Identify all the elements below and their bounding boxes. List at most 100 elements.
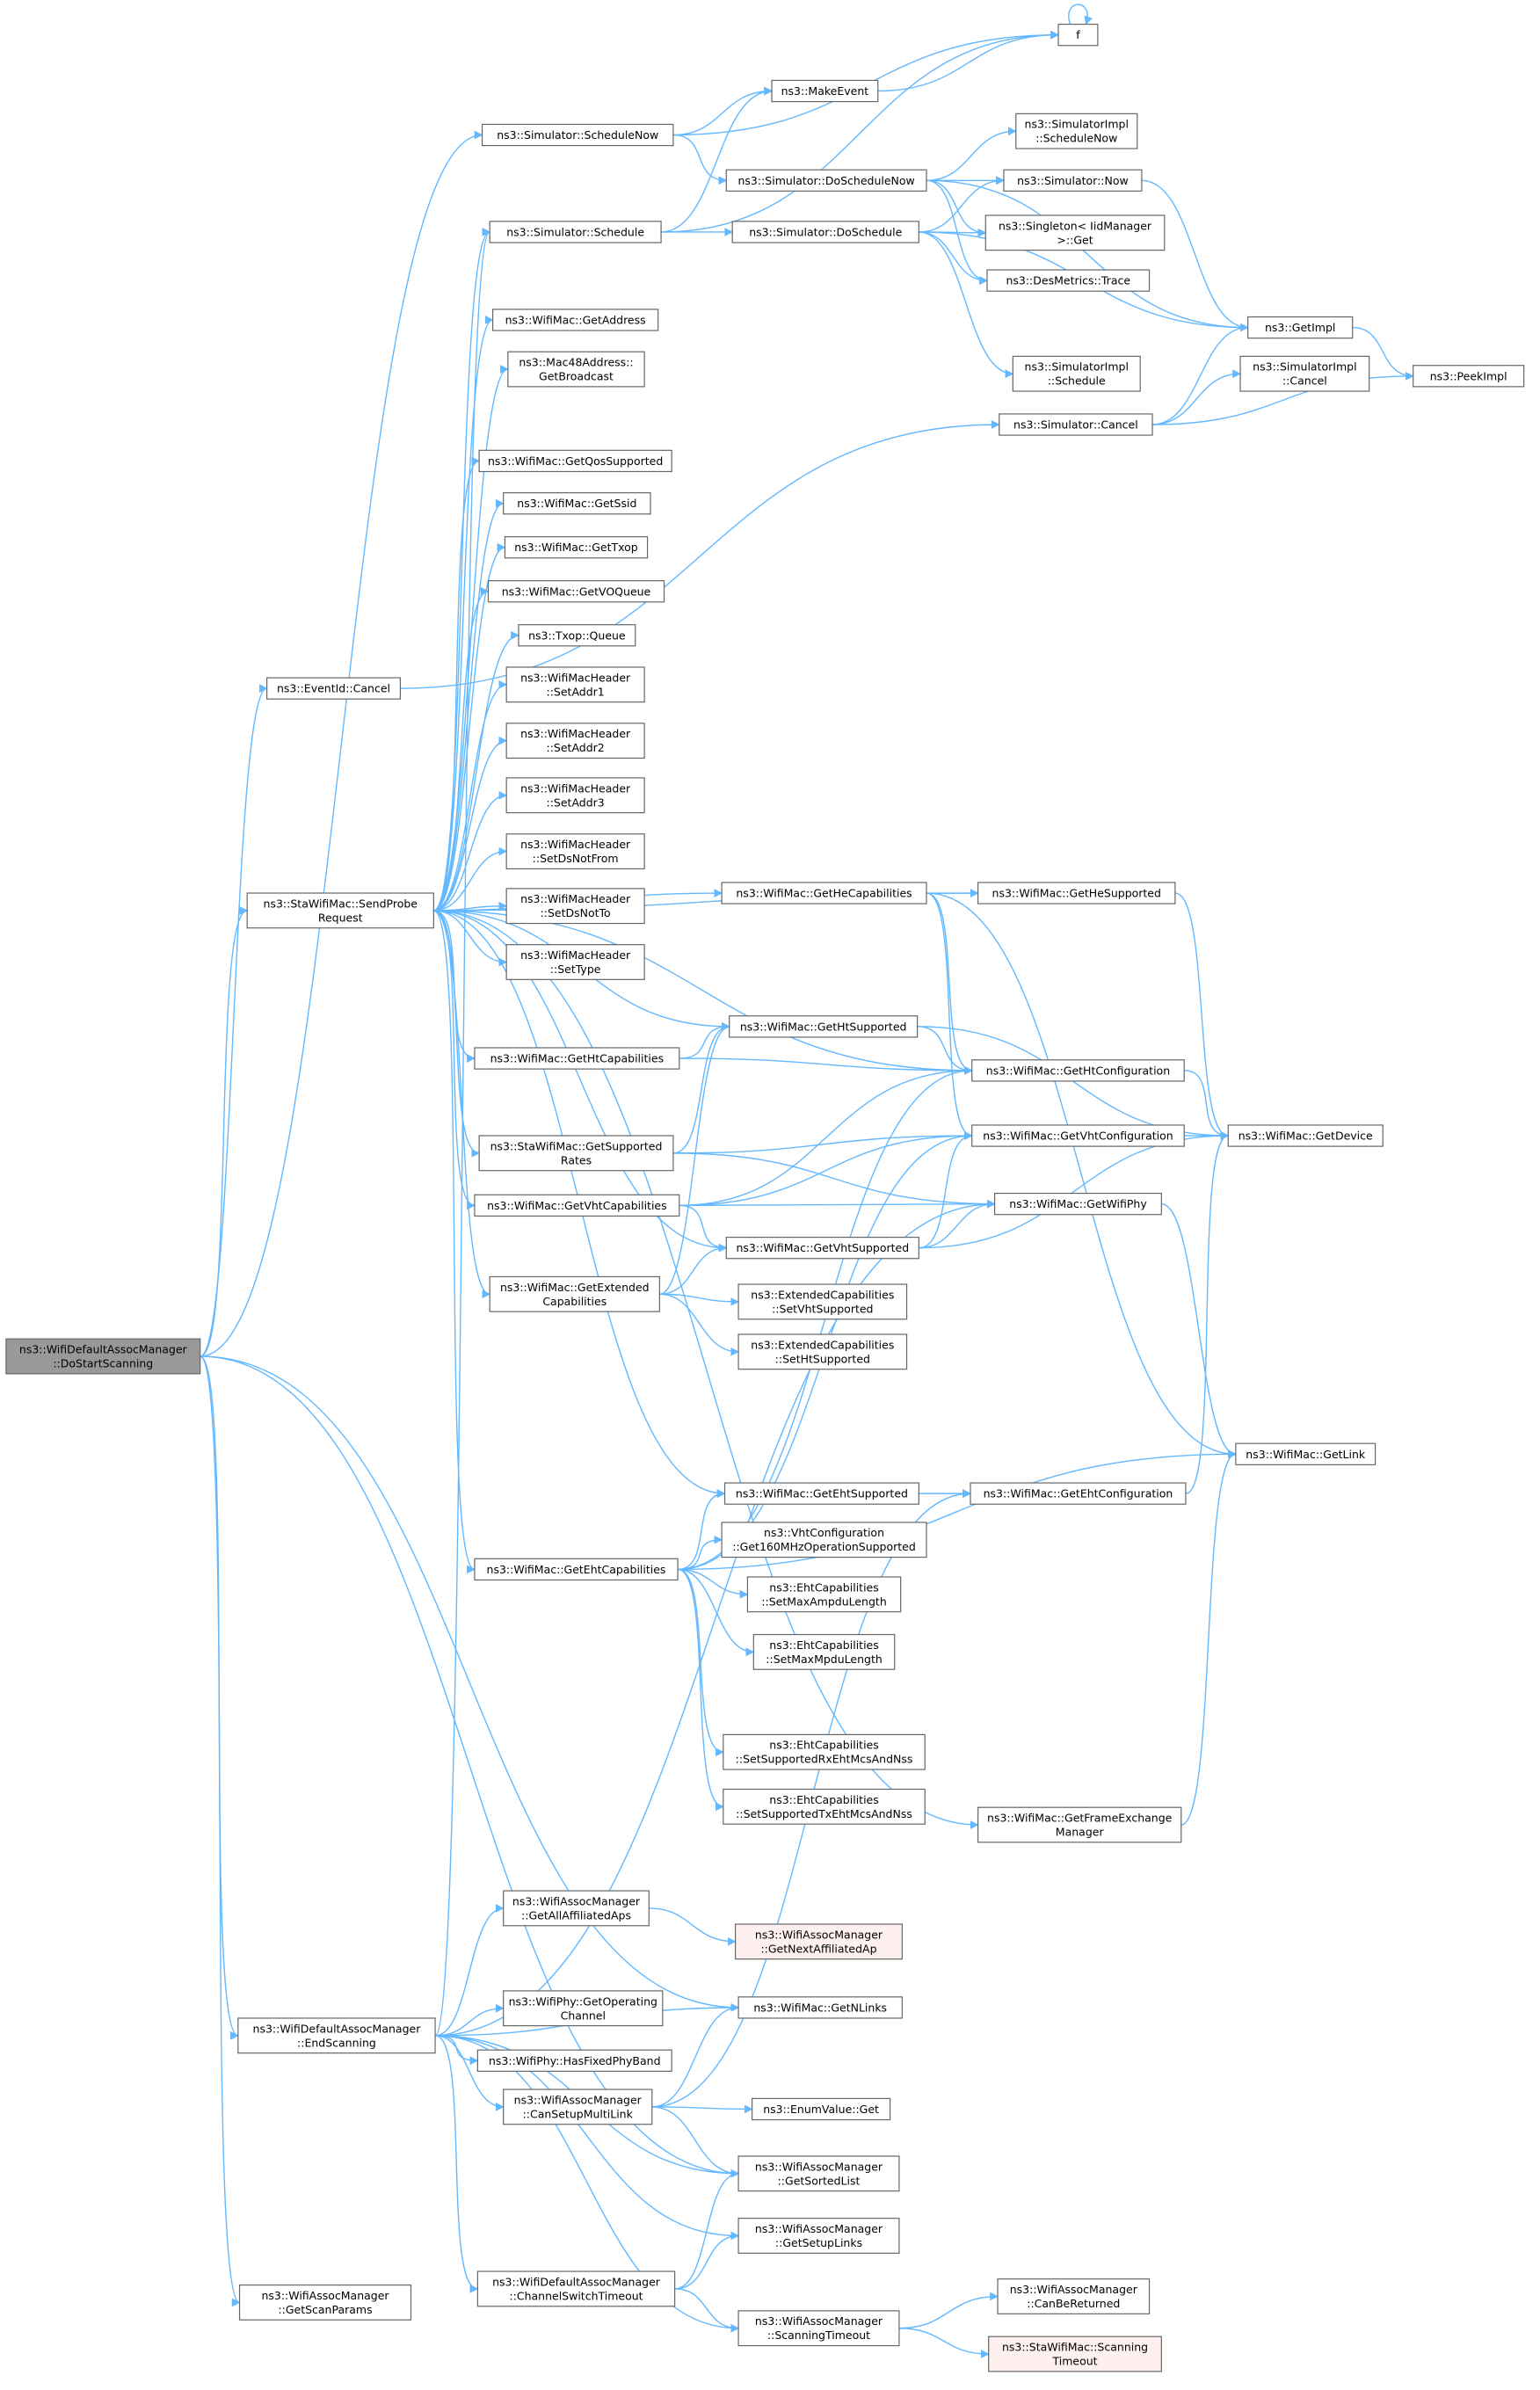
node-getTxop[interactable]: ns3::WifiMac::GetTxop bbox=[504, 536, 649, 559]
node-singleton[interactable]: ns3::Singleton< IidManager>::Get bbox=[984, 214, 1166, 251]
node-label: ns3::WifiAssocManager bbox=[755, 1928, 883, 1941]
node-getNLinks[interactable]: ns3::WifiMac::GetNLinks bbox=[737, 1996, 903, 2019]
node-getScanParams[interactable]: ns3::WifiAssocManager::GetScanParams bbox=[238, 2284, 412, 2321]
call-edge bbox=[1180, 1449, 1237, 1826]
node-getAllAff[interactable]: ns3::WifiAssocManager::GetAllAffiliatedA… bbox=[503, 1890, 650, 1927]
node-hasFixed[interactable]: ns3::WifiPhy::HasFixedPhyBand bbox=[476, 2049, 672, 2072]
node-enumGet[interactable]: ns3::EnumValue::Get bbox=[751, 2097, 891, 2121]
node-simCancel[interactable]: ns3::Simulator::Cancel bbox=[999, 413, 1153, 436]
node-eventCancel[interactable]: ns3::EventId::Cancel bbox=[266, 677, 402, 700]
call-edge bbox=[200, 1355, 740, 2012]
node-getVhtSup[interactable]: ns3::WifiMac::GetVhtSupported bbox=[725, 1236, 919, 1260]
node-vhtGet160[interactable]: ns3::VhtConfiguration::Get160MHzOperatio… bbox=[721, 1522, 927, 1558]
node-label: ns3::WifiMac::GetWifiPhy bbox=[1009, 1197, 1147, 1210]
node-setAddr3[interactable]: ns3::WifiMacHeader::SetAddr3 bbox=[505, 777, 645, 814]
node-getHtSup[interactable]: ns3::WifiMac::GetHtSupported bbox=[729, 1015, 919, 1038]
call-edge bbox=[919, 231, 988, 286]
node-box bbox=[1239, 355, 1370, 392]
node-ehtSetTx[interactable]: ns3::EhtCapabilities::SetSupportedTxEhtM… bbox=[723, 1788, 926, 1825]
node-label: ns3::WifiMac::GetNLinks bbox=[753, 2001, 887, 2014]
node-ehtSetRx[interactable]: ns3::EhtCapabilities::SetSupportedRxEhtM… bbox=[723, 1733, 926, 1770]
node-getEhtSup[interactable]: ns3::WifiMac::GetEhtSupported bbox=[723, 1482, 919, 1505]
node-getVOQueue[interactable]: ns3::WifiMac::GetVOQueue bbox=[487, 580, 665, 603]
node-simImplSchedNow[interactable]: ns3::SimulatorImpl::ScheduleNow bbox=[1015, 113, 1138, 149]
call-edge bbox=[433, 910, 476, 1574]
node-box bbox=[729, 1015, 919, 1038]
node-canBeRet[interactable]: ns3::WifiAssocManager::CanBeReturned bbox=[997, 2278, 1151, 2314]
node-canSetup[interactable]: ns3::WifiAssocManager::CanSetupMultiLink bbox=[503, 2089, 653, 2125]
node-label: ns3::WifiAssocManager bbox=[1010, 2283, 1138, 2296]
node-peekImpl[interactable]: ns3::PeekImpl bbox=[1413, 365, 1525, 388]
node-chSwitch[interactable]: ns3::WifiDefaultAssocManager::ChannelSwi… bbox=[476, 2270, 676, 2307]
node-simSchedule[interactable]: ns3::Simulator::Schedule bbox=[489, 221, 662, 243]
node-label: ::SetAddr3 bbox=[547, 795, 605, 809]
node-getVhtConf[interactable]: ns3::WifiMac::GetVhtConfiguration bbox=[971, 1124, 1185, 1147]
node-ehtSetMaxAmpdu[interactable]: ns3::EhtCapabilities::SetMaxAmpduLength bbox=[746, 1576, 902, 1613]
call-edge bbox=[672, 134, 728, 185]
node-getImpl[interactable]: ns3::GetImpl bbox=[1247, 316, 1354, 339]
node-label: ns3::EhtCapabilities bbox=[769, 1739, 878, 1752]
node-f[interactable]: f bbox=[1057, 24, 1099, 47]
node-getHtConf[interactable]: ns3::WifiMac::GetHtConfiguration bbox=[971, 1059, 1185, 1082]
node-staScanTimeout[interactable]: ns3::StaWifiMac::ScanningTimeout bbox=[988, 2336, 1162, 2372]
node-extSetHt[interactable]: ns3::ExtendedCapabilities::SetHtSupporte… bbox=[737, 1333, 908, 1370]
node-getHeSup[interactable]: ns3::WifiMac::GetHeSupported bbox=[977, 882, 1176, 904]
node-box bbox=[474, 1047, 680, 1070]
node-simImplSchedule[interactable]: ns3::SimulatorImpl::Schedule bbox=[1012, 355, 1141, 392]
node-simImplCancel[interactable]: ns3::SimulatorImpl::Cancel bbox=[1239, 355, 1370, 392]
node-setType[interactable]: ns3::WifiMacHeader::SetType bbox=[505, 944, 645, 980]
node-label: ns3::WifiMacHeader bbox=[520, 671, 631, 684]
node-getQos[interactable]: ns3::WifiMac::GetQosSupported bbox=[478, 449, 672, 473]
node-setAddr2[interactable]: ns3::WifiMacHeader::SetAddr2 bbox=[505, 723, 645, 759]
node-makeEvent[interactable]: ns3::MakeEvent bbox=[771, 79, 879, 103]
node-getWifiPhy[interactable]: ns3::WifiMac::GetWifiPhy bbox=[993, 1192, 1162, 1216]
node-getBroadcast[interactable]: ns3::Mac48Address::GetBroadcast bbox=[507, 351, 645, 388]
node-setAddr1[interactable]: ns3::WifiMacHeader::SetAddr1 bbox=[505, 666, 645, 703]
node-extSetVht[interactable]: ns3::ExtendedCapabilities::SetVhtSupport… bbox=[737, 1283, 908, 1320]
node-schedNow[interactable]: ns3::Simulator::ScheduleNow bbox=[481, 123, 674, 147]
call-edge bbox=[435, 1904, 505, 2037]
node-getAddress[interactable]: ns3::WifiMac::GetAddress bbox=[492, 309, 659, 331]
call-edge bbox=[877, 30, 1060, 92]
call-edge bbox=[433, 910, 508, 967]
node-box bbox=[476, 2270, 676, 2307]
node-endScan[interactable]: ns3::WifiDefaultAssocManager::EndScannin… bbox=[237, 2017, 436, 2054]
call-edge bbox=[679, 1021, 730, 1059]
node-getDevice[interactable]: ns3::WifiMac::GetDevice bbox=[1227, 1124, 1384, 1147]
node-ehtSetMaxMpdu[interactable]: ns3::EhtCapabilities::SetMaxMpduLength bbox=[752, 1633, 896, 1670]
call-edge bbox=[433, 736, 508, 912]
node-getHtCap[interactable]: ns3::WifiMac::GetHtCapabilities bbox=[474, 1047, 680, 1070]
node-getLink[interactable]: ns3::WifiMac::GetLink bbox=[1235, 1442, 1377, 1465]
node-box bbox=[478, 449, 672, 473]
node-getEhtCap[interactable]: ns3::WifiMac::GetEhtCapabilities bbox=[474, 1558, 679, 1581]
node-label: ::SetDsNotFrom bbox=[533, 852, 619, 865]
node-getHeCap[interactable]: ns3::WifiMac::GetHeCapabilities bbox=[721, 882, 927, 904]
node-getEhtConf[interactable]: ns3::WifiMac::GetEhtConfiguration bbox=[970, 1482, 1187, 1505]
node-getSetupLinks[interactable]: ns3::WifiAssocManager::GetSetupLinks bbox=[737, 2218, 900, 2254]
node-scanTimeout[interactable]: ns3::WifiAssocManager::ScanningTimeout bbox=[737, 2310, 900, 2347]
node-getSorted[interactable]: ns3::WifiAssocManager::GetSortedList bbox=[737, 2155, 900, 2192]
node-txopQueue[interactable]: ns3::Txop::Queue bbox=[518, 624, 636, 647]
call-edge bbox=[434, 2035, 479, 2293]
node-root[interactable]: ns3::WifiDefaultAssocManager::DoStartSca… bbox=[5, 1338, 201, 1375]
node-getSsid[interactable]: ns3::WifiMac::GetSsid bbox=[503, 492, 651, 515]
call-edge bbox=[926, 179, 988, 285]
node-simNow[interactable]: ns3::Simulator::Now bbox=[1003, 169, 1143, 192]
node-doSchedule[interactable]: ns3::Simulator::DoSchedule bbox=[731, 221, 919, 243]
node-label: ::SetAddr1 bbox=[547, 685, 605, 698]
node-setDsNotTo[interactable]: ns3::WifiMacHeader::SetDsNotTo bbox=[505, 888, 645, 925]
call-edge bbox=[926, 892, 973, 1140]
call-edge bbox=[1184, 1070, 1230, 1140]
node-desTrace[interactable]: ns3::DesMetrics::Trace bbox=[986, 269, 1151, 292]
node-setDsNotFrom[interactable]: ns3::WifiMacHeader::SetDsNotFrom bbox=[505, 833, 645, 870]
node-getNextAff[interactable]: ns3::WifiAssocManager::GetNextAffiliated… bbox=[735, 1923, 903, 1960]
node-doScheduleNow[interactable]: ns3::Simulator::DoScheduleNow bbox=[725, 169, 927, 192]
node-box bbox=[503, 1890, 650, 1927]
node-getVhtCap[interactable]: ns3::WifiMac::GetVhtCapabilities bbox=[474, 1194, 680, 1217]
call-edge bbox=[1185, 1131, 1230, 1494]
